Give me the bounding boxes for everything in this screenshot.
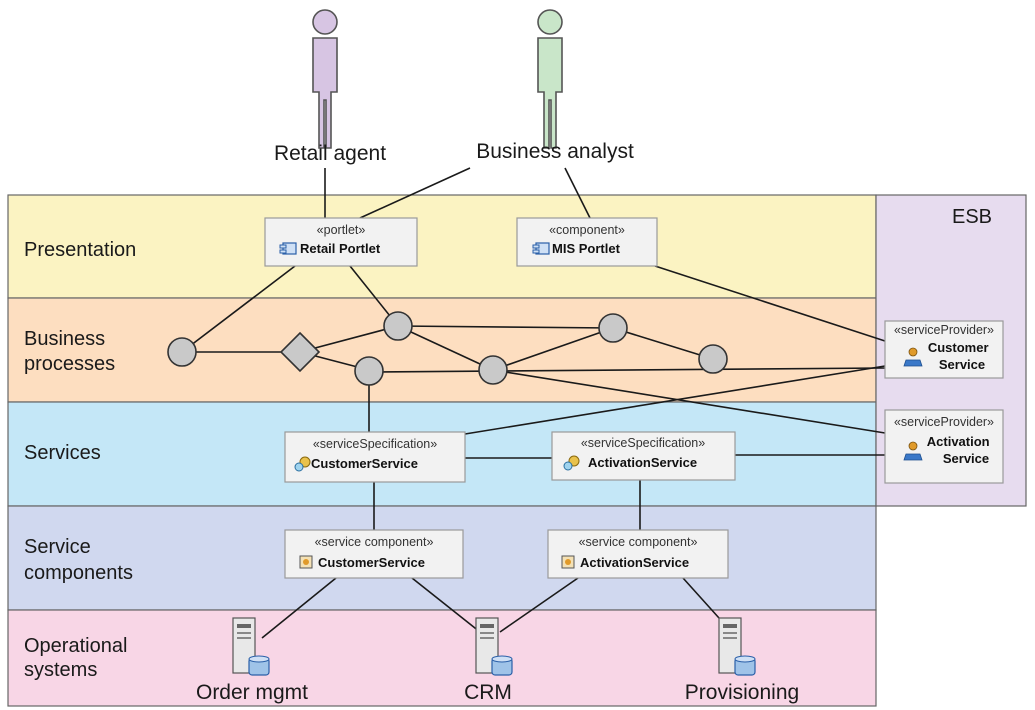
stereotype-label: «serviceSpecification»	[581, 436, 705, 450]
activation-service-provider-box[interactable]: «serviceProvider» Activation Service	[884, 409, 1004, 484]
box-name: Customer Service	[928, 340, 992, 372]
retail-portlet-box[interactable]: «portlet» Retail Portlet	[264, 217, 418, 267]
service-provider-icon	[903, 441, 923, 461]
layer-label-business-processes: Business processes	[24, 328, 115, 375]
actor-business-analyst: Business analyst	[476, 9, 634, 163]
service-specification-icon	[294, 456, 311, 472]
system-order-mgmt[interactable]: Order mgmt	[196, 617, 308, 704]
box-name: Activation Service	[927, 434, 993, 466]
box-name: MIS Portlet	[552, 241, 621, 256]
system-label: Provisioning	[685, 681, 799, 704]
component-icon	[532, 242, 550, 255]
system-crm[interactable]: CRM	[464, 617, 513, 704]
service-provider-icon	[903, 347, 923, 367]
layer-label-operational-systems: Operational systems	[24, 635, 133, 681]
connectors	[181, 167, 886, 639]
process-node[interactable]	[478, 355, 508, 385]
layer-label-presentation: Presentation	[24, 239, 136, 261]
stick-figure-icon	[537, 9, 563, 149]
stereotype-label: «service component»	[315, 535, 434, 549]
box-name: ActivationService	[588, 455, 697, 470]
customer-service-component-box[interactable]: «service component» CustomerService	[284, 529, 464, 579]
stereotype-label: «portlet»	[317, 223, 366, 237]
actor-label: Business analyst	[476, 140, 634, 163]
stereotype-label: «serviceProvider»	[894, 415, 994, 429]
actor-retail-agent: Retail agent	[274, 9, 386, 165]
process-start-node[interactable]	[167, 337, 197, 367]
process-node[interactable]	[598, 313, 628, 343]
process-end-node[interactable]	[698, 344, 728, 374]
system-label: CRM	[464, 681, 512, 704]
stereotype-label: «service component»	[579, 535, 698, 549]
service-component-icon	[299, 555, 313, 569]
stereotype-label: «component»	[549, 223, 625, 237]
service-specification-icon	[563, 455, 580, 471]
system-provisioning[interactable]: Provisioning	[685, 617, 799, 704]
stick-figure-icon	[312, 9, 338, 149]
process-node[interactable]	[354, 356, 384, 386]
customer-service-spec-box[interactable]: «serviceSpecification» CustomerService	[284, 431, 466, 483]
box-name: CustomerService	[311, 456, 418, 471]
layer-label-service-components: Service components	[24, 536, 133, 584]
server-database-icon	[718, 617, 756, 676]
component-icon	[279, 242, 297, 255]
box-name: ActivationService	[580, 555, 689, 570]
decision-node[interactable]	[279, 331, 321, 373]
service-component-icon	[561, 555, 575, 569]
process-flow	[167, 311, 728, 386]
process-node[interactable]	[383, 311, 413, 341]
stereotype-label: «serviceProvider»	[894, 323, 994, 337]
system-label: Order mgmt	[196, 681, 308, 704]
box-name: CustomerService	[318, 555, 425, 570]
esb-label: ESB	[952, 206, 992, 228]
layer-bands	[7, 194, 1027, 707]
presentation-band	[7, 194, 877, 299]
box-name: Retail Portlet	[300, 241, 381, 256]
server-database-icon	[475, 617, 513, 676]
layer-label-services: Services	[24, 442, 101, 464]
activation-service-component-box[interactable]: «service component» ActivationService	[547, 529, 729, 579]
stereotype-label: «serviceSpecification»	[313, 437, 437, 451]
business-processes-band	[7, 297, 877, 403]
server-database-icon	[232, 617, 270, 676]
customer-service-provider-box[interactable]: «serviceProvider» Customer Service	[884, 320, 1004, 379]
mis-portlet-box[interactable]: «component» MIS Portlet	[516, 217, 658, 267]
activation-service-spec-box[interactable]: «serviceSpecification» ActivationService	[551, 431, 736, 481]
actor-label: Retail agent	[274, 142, 386, 165]
